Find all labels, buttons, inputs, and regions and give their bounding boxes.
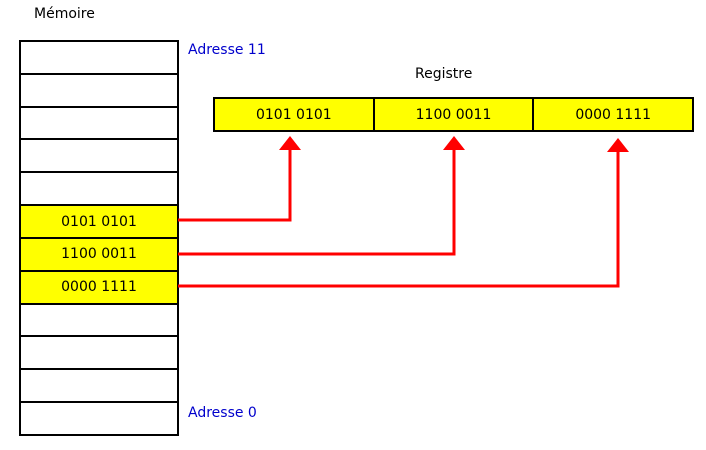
arrow-line xyxy=(178,149,292,222)
address-bottom-label: Adresse 0 xyxy=(188,405,257,421)
arrow-line xyxy=(178,151,620,288)
memory-cell-7 xyxy=(21,173,177,207)
register-cell-0: 0101 0101 xyxy=(215,99,373,130)
address-top-label: Adresse 11 xyxy=(188,42,266,58)
memory-cell-8 xyxy=(21,140,177,174)
memory-cell-10 xyxy=(21,75,177,108)
memory-cell-3 xyxy=(21,305,177,338)
memory-cell-9 xyxy=(21,108,177,141)
memory-cell-0 xyxy=(21,403,177,434)
arrow-line xyxy=(178,149,456,256)
arrow-memory-to-register-1 xyxy=(178,136,301,222)
arrow-memory-to-register-3 xyxy=(178,138,629,288)
register-title: Registre xyxy=(415,66,473,82)
memory-cell-4: 0000 1111 xyxy=(21,271,177,305)
arrow-memory-to-register-2 xyxy=(178,136,465,256)
arrow-head-icon xyxy=(279,136,301,150)
memory-column: 0101 0101 1100 0011 0000 1111 xyxy=(19,40,179,436)
memory-title: Mémoire xyxy=(34,6,95,22)
memory-cell-6: 0101 0101 xyxy=(21,206,177,239)
memory-cell-2 xyxy=(21,337,177,371)
memory-cell-1 xyxy=(21,370,177,404)
memory-cell-5: 1100 0011 xyxy=(21,238,177,272)
register: 0101 0101 1100 0011 0000 1111 xyxy=(213,97,694,132)
arrow-head-icon xyxy=(607,138,629,152)
register-cell-2: 0000 1111 xyxy=(532,99,693,130)
memory-cell-11 xyxy=(21,42,177,75)
register-cell-1: 1100 0011 xyxy=(372,99,533,130)
arrow-head-icon xyxy=(443,136,465,150)
